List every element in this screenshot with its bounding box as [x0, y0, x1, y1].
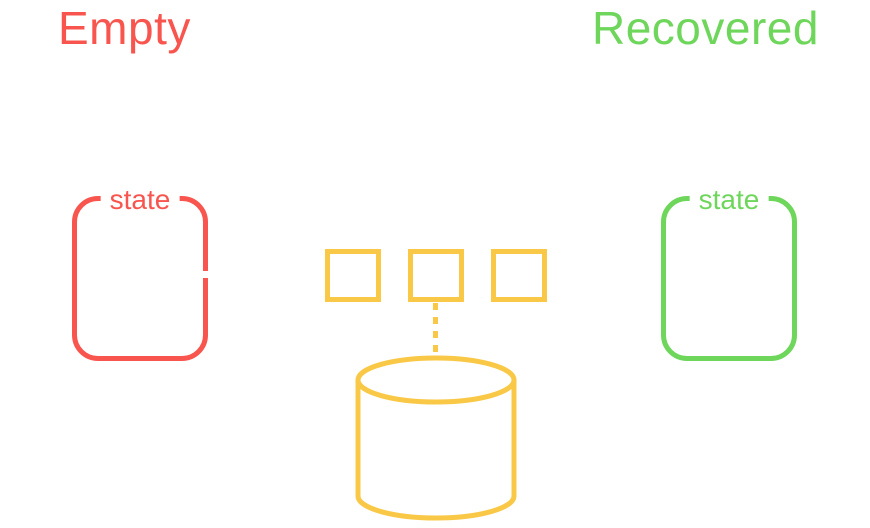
- state-label: state: [689, 183, 769, 217]
- checkpoint-square: [408, 249, 464, 302]
- dotted-connector: [433, 303, 438, 358]
- empty-title: Empty: [58, 2, 191, 54]
- database-cylinder-icon: [355, 355, 517, 521]
- border-notch: [203, 271, 208, 278]
- state-label: state: [100, 183, 180, 217]
- checkpoint-square: [325, 249, 381, 302]
- recovered-state-box: state: [661, 183, 797, 361]
- empty-state-box: state: [72, 183, 208, 361]
- recovered-title: Recovered: [592, 2, 819, 54]
- checkpoint-square: [491, 249, 547, 302]
- checkpoint-squares: [325, 249, 547, 302]
